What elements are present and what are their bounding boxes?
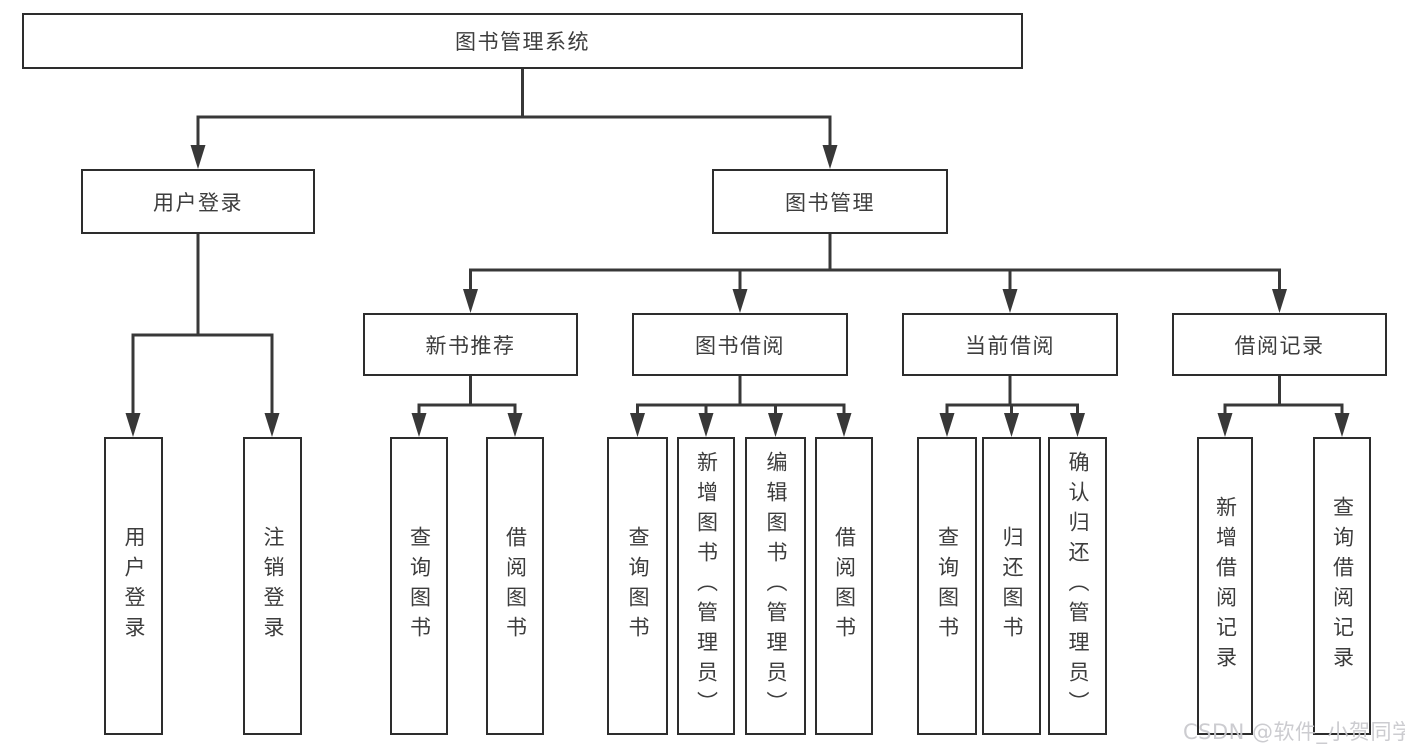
leaf-label: 借阅图书 [832,526,857,646]
leaf-recommend-query-book: 查询图书 [390,437,448,735]
node-user-login: 用户登录 [81,169,315,234]
leaf-label: 查询图书 [626,526,651,646]
leaf-label: 归还图书 [1000,526,1025,646]
leaf-recommend-borrow-book: 借阅图书 [486,437,544,735]
leaf-record-add-record: 新增借阅记录 [1197,437,1253,735]
leaf-borrow-borrow-book: 借阅图书 [815,437,873,735]
node-new-book-recommend: 新书推荐 [363,313,578,376]
leaf-label: 确认归还（管理员） [1066,451,1091,721]
csdn-watermark: CSDN @软件_小贺同学 [1183,720,1405,744]
node-book-management: 图书管理 [712,169,948,234]
leaf-borrow-add-book-admin: 新增图书（管理员） [677,437,735,735]
leaf-record-query-record: 查询借阅记录 [1313,437,1371,735]
leaf-label: 编辑图书（管理员） [764,451,789,721]
leaf-label: 新增图书（管理员） [694,451,719,721]
node-library-system: 图书管理系统 [22,13,1023,69]
node-borrow-record: 借阅记录 [1172,313,1387,376]
leaf-login-logout: 注销登录 [243,437,302,735]
leaf-label: 查询图书 [935,526,960,646]
leaf-label: 借阅图书 [503,526,528,646]
node-book-borrow: 图书借阅 [632,313,848,376]
leaf-borrow-edit-book-admin: 编辑图书（管理员） [745,437,806,735]
leaf-login-user-login: 用户登录 [104,437,163,735]
leaf-label: 用户登录 [122,526,147,646]
leaf-label: 查询借阅记录 [1330,496,1355,676]
leaf-label: 注销登录 [261,526,286,646]
leaf-label: 查询图书 [407,526,432,646]
node-current-borrow: 当前借阅 [902,313,1118,376]
leaf-label: 新增借阅记录 [1213,496,1238,676]
leaf-current-confirm-return-admin: 确认归还（管理员） [1048,437,1107,735]
leaf-borrow-query-book: 查询图书 [607,437,668,735]
leaf-current-return-book: 归还图书 [982,437,1041,735]
leaf-current-query-book: 查询图书 [917,437,977,735]
